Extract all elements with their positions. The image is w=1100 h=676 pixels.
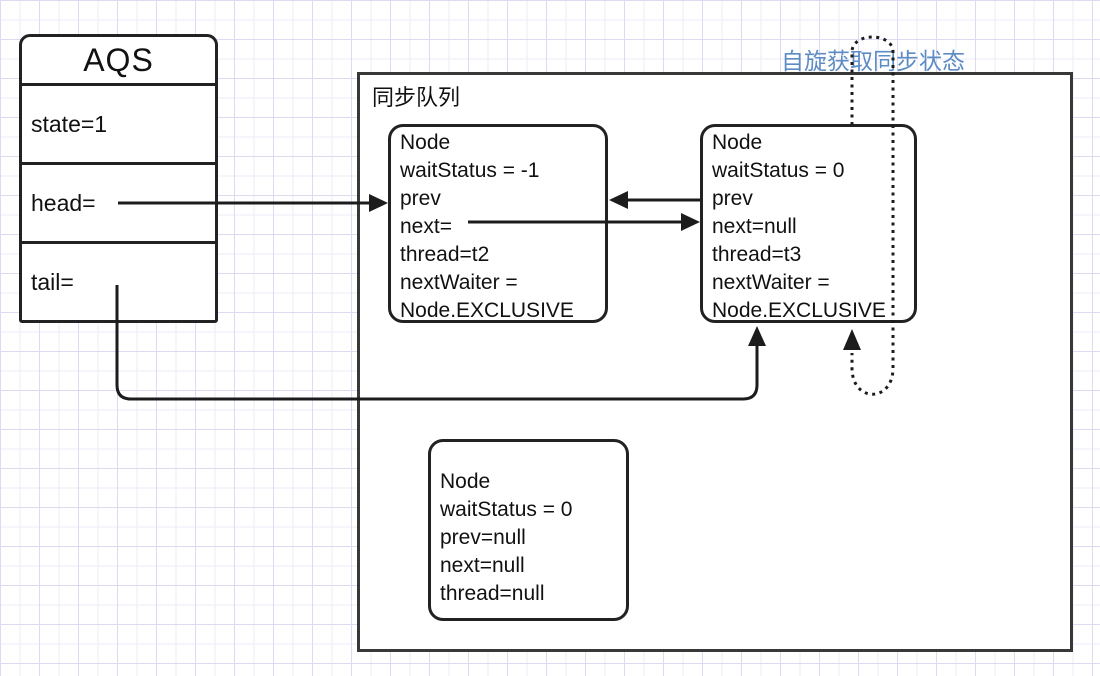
aqs-entity[interactable]: AQS state=1 head= tail= [19,34,218,323]
aqs-title: AQS [83,41,154,78]
aqs-row-head: head= [22,162,215,241]
node-field-line: next=null [712,215,797,238]
node-field-line: next= [400,215,452,238]
node-field-line: prev [712,187,753,210]
node-field-line: nextWaiter = [400,271,518,294]
aqs-row-state: state=1 [22,83,215,162]
node-field-line: thread=t2 [400,243,490,266]
node-tail-t3[interactable]: Node waitStatus = 0 prev next=null threa… [700,124,917,323]
node-field-line: waitStatus = 0 [712,159,845,182]
node-idle[interactable]: Node waitStatus = 0 prev=null next=null … [428,439,629,621]
node-field-line: Node [440,470,491,493]
node-field-line: next=null [440,554,525,577]
node-field-line: Node [400,131,451,154]
sync-queue-label: 同步队列 [372,85,461,110]
node-field-line: Node.EXCLUSIVE [712,299,886,322]
node-field-line: Node [712,131,763,154]
node-field-line: prev [400,187,441,210]
node-field-line: waitStatus = 0 [440,498,573,521]
spin-annotation: 自旋获取同步状态 [781,48,965,74]
node-field-line: thread=t3 [712,243,802,266]
node-head-t2[interactable]: Node waitStatus = -1 prev next= thread=t… [388,124,608,323]
aqs-row-tail: tail= [22,241,215,320]
node-field-line: Node.EXCLUSIVE [400,299,574,322]
node-field-line: nextWaiter = [712,271,830,294]
node-field-line: prev=null [440,526,526,549]
node-field-line: waitStatus = -1 [400,159,540,182]
node-field-line: thread=null [440,582,545,605]
